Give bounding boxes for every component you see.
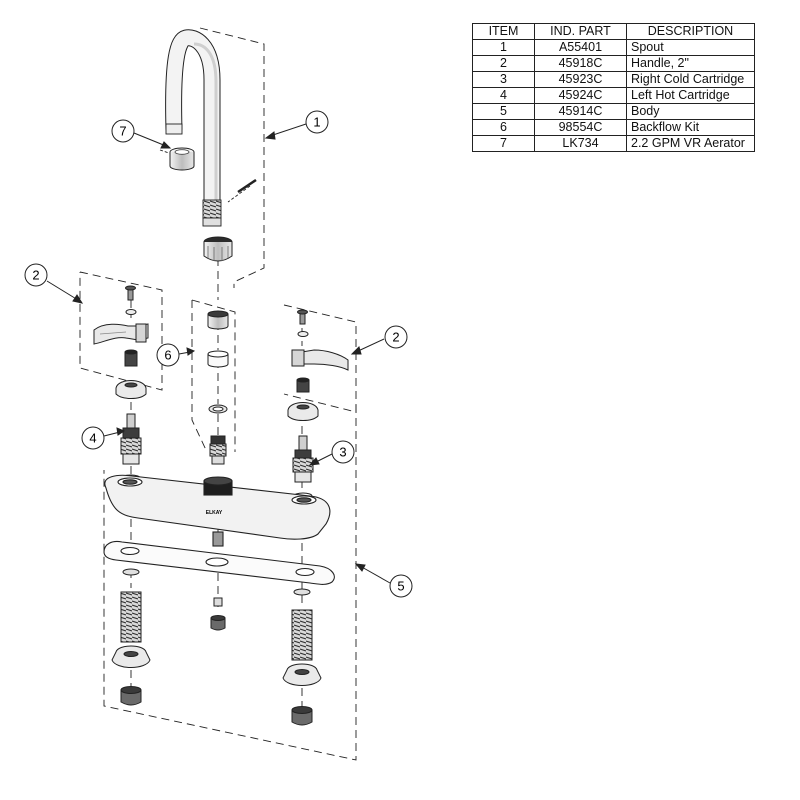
body-brand-text: ELKAY [206, 510, 223, 516]
left-mounting-hardware [111, 568, 151, 706]
callout-2-left-label: 2 [32, 268, 39, 283]
callout-2-right-label: 2 [392, 330, 399, 345]
row-part: 98554C [534, 119, 627, 136]
callout-7: 7 [111, 119, 135, 143]
row-description: Body [626, 103, 755, 120]
right-mounting-hardware [282, 588, 322, 726]
callout-7-label: 7 [119, 124, 126, 139]
spout [165, 29, 257, 227]
leader-lines [46, 123, 391, 584]
right-cartridge [292, 435, 314, 500]
faucet-body [104, 474, 331, 547]
left-handle-assembly [93, 285, 149, 399]
center-mounting-hardware [210, 597, 226, 631]
callout-1: 1 [305, 110, 329, 134]
row-description: Handle, 2" [626, 55, 755, 72]
deck-plate [103, 540, 335, 585]
backflow-kit-parts [207, 310, 229, 465]
callout-4-label: 4 [89, 431, 96, 446]
callout-5: 5 [389, 574, 413, 598]
row-part: LK734 [534, 135, 627, 152]
callout-3: 3 [331, 440, 355, 464]
row-description: Left Hot Cartridge [626, 87, 755, 104]
callout-2-left: 2 [24, 263, 48, 287]
callout-5-label: 5 [397, 579, 404, 594]
row-description: 2.2 GPM VR Aerator [626, 135, 755, 152]
row-part: 45923C [534, 71, 627, 88]
callout-6-label: 6 [164, 348, 171, 363]
callout-3-label: 3 [339, 445, 346, 460]
right-handle-assembly [287, 309, 349, 421]
aerator [169, 147, 195, 171]
callout-2-right: 2 [384, 325, 408, 349]
callout-1-label: 1 [313, 115, 320, 130]
spout-nut [203, 236, 233, 262]
callout-6: 6 [156, 343, 180, 367]
callout-4: 4 [81, 426, 105, 450]
